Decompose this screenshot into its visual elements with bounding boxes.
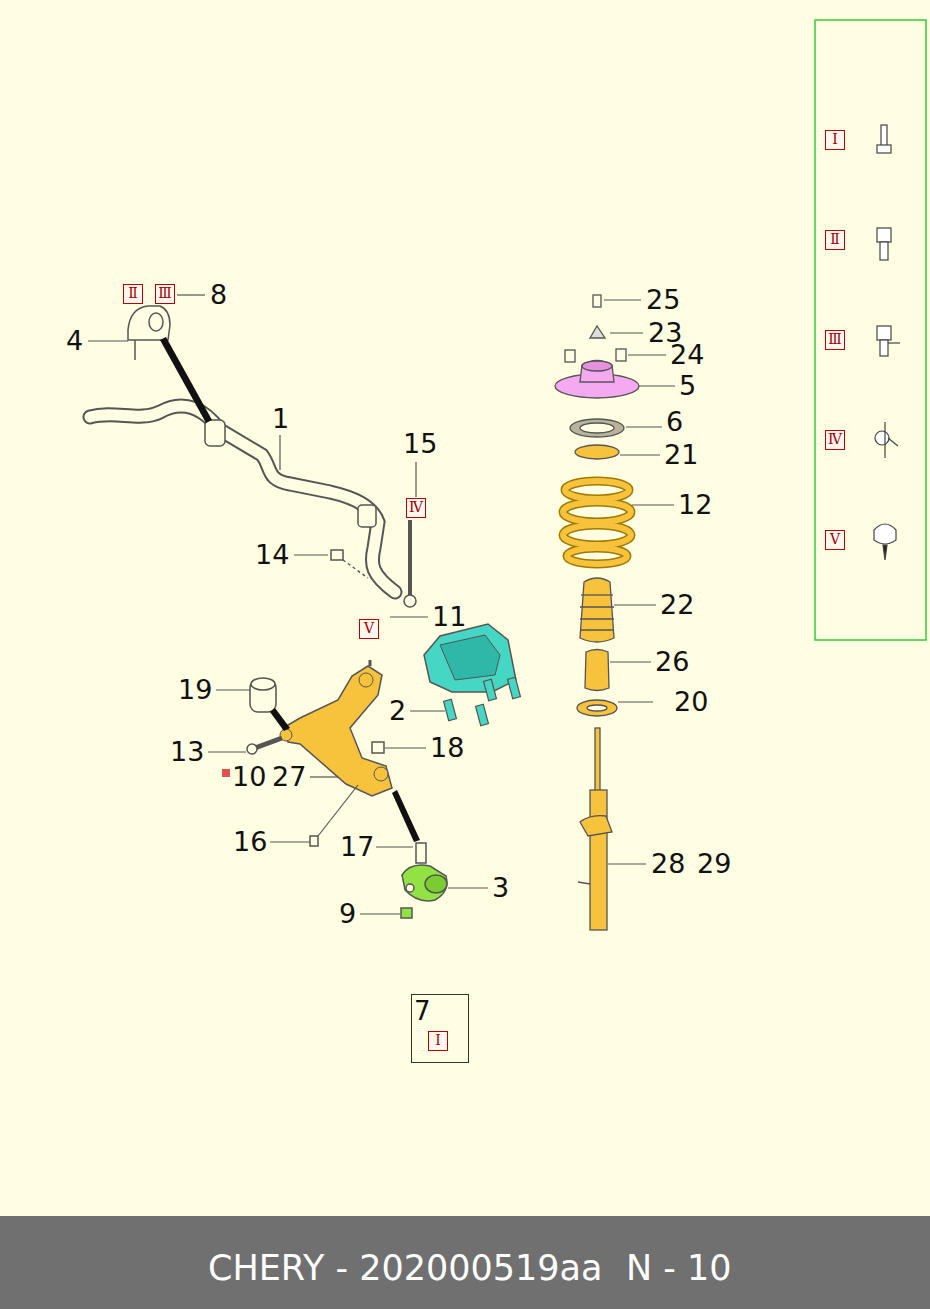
numeral-badge: Ⅰ: [825, 130, 845, 150]
callout-number: 26: [655, 648, 689, 676]
numeral-text: Ⅴ: [826, 531, 844, 548]
pointer: [392, 790, 420, 842]
numeral-badge: Ⅳ: [406, 498, 426, 518]
ball-joint: [401, 843, 447, 918]
callout-number: 8: [210, 281, 227, 309]
callout-number: 18: [430, 734, 464, 762]
callout-box: 7Ⅰ: [411, 994, 469, 1063]
callout-number: 28: [651, 850, 685, 878]
callout-number: 1: [272, 405, 289, 433]
callout-number: 21: [664, 441, 698, 469]
stabilizer-bushing: [128, 306, 170, 360]
numeral-text: Ⅴ: [360, 620, 378, 637]
callout-number: 6: [666, 408, 683, 436]
numeral-badge: Ⅲ: [825, 330, 845, 350]
marker: [222, 769, 230, 777]
callout-number: 14: [255, 541, 289, 569]
callout-number: 19: [178, 676, 212, 704]
leader-line: [318, 785, 358, 836]
callout-number: 24: [670, 341, 704, 369]
callout-number: 11: [432, 603, 466, 631]
mounting-plate: [424, 624, 520, 726]
link-and-nut: [331, 520, 416, 607]
callout-number: 20: [674, 688, 708, 716]
numeral-badge: Ⅰ: [428, 1031, 448, 1051]
arm-bushing: [250, 678, 276, 712]
leader-lines: [88, 295, 675, 914]
callout-number: 25: [646, 286, 680, 314]
numeral-text: Ⅱ: [826, 231, 844, 248]
numeral-badge: Ⅳ: [825, 430, 845, 450]
numeral-text: Ⅳ: [407, 499, 425, 516]
callout-number: 27: [272, 763, 306, 791]
numeral-badge: Ⅱ: [825, 230, 845, 250]
footer-bar: [0, 1216, 930, 1309]
numeral-badge: Ⅱ: [123, 284, 143, 304]
callout-number: 13: [170, 738, 204, 766]
numeral-badge: Ⅴ: [359, 619, 379, 639]
numeral-text: Ⅰ: [826, 131, 844, 148]
strut-assembly: [555, 295, 639, 930]
numeral-text: Ⅲ: [826, 331, 844, 348]
callout-number: 4: [66, 327, 83, 355]
footer-text: N - 10: [626, 1248, 732, 1288]
numeral-text: Ⅲ: [156, 285, 174, 302]
callout-number: 17: [340, 833, 374, 861]
callout-number: 5: [679, 372, 696, 400]
callout-number: 10: [232, 763, 266, 791]
numeral-text: Ⅰ: [429, 1032, 447, 1049]
arm-bolt: [247, 738, 384, 846]
footer-text: CHERY - 202000519aa: [208, 1248, 603, 1288]
callout-number: 2: [389, 697, 406, 725]
legend-panel: [815, 20, 926, 640]
fastener-icons: [874, 125, 900, 560]
numeral-text: Ⅳ: [826, 431, 844, 448]
callout-number: 29: [697, 850, 731, 878]
pointer: [160, 337, 212, 423]
callout-number: 16: [233, 828, 267, 856]
callout-number: 3: [492, 874, 509, 902]
stabilizer-bar: [90, 406, 395, 592]
numeral-text: Ⅱ: [124, 285, 142, 302]
numeral-badge: Ⅴ: [825, 530, 845, 550]
callout-number: 22: [660, 591, 694, 619]
callout-number: 12: [678, 491, 712, 519]
pointer: [270, 708, 290, 731]
callout-number: 9: [339, 900, 356, 928]
numeral-badge: Ⅲ: [155, 284, 175, 304]
callout-number: 15: [403, 430, 437, 458]
callout-number: 7: [414, 997, 431, 1025]
